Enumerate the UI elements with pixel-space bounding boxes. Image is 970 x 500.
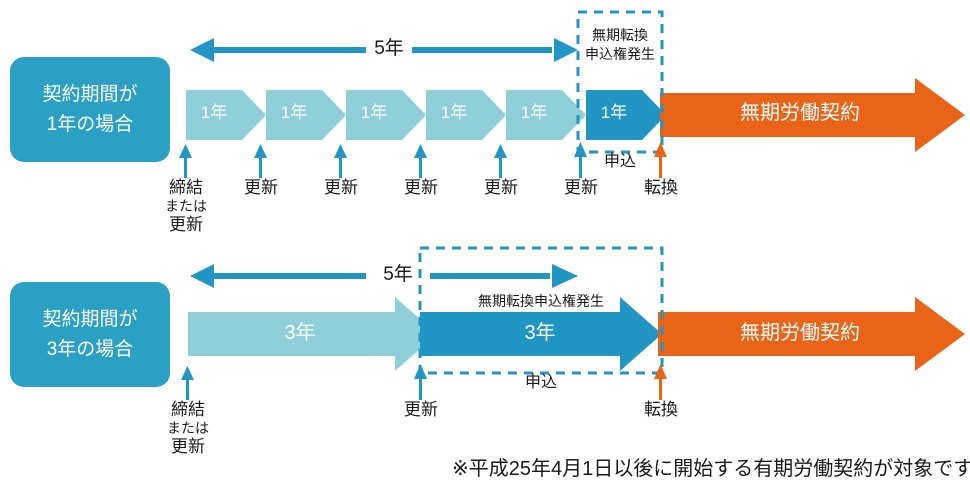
row2-tick-label-1-line2: または [167,420,209,437]
row1-term-arrow-5 [506,90,586,140]
row1-tick-label-convert: 転換 [644,178,678,197]
row1-tick-convert [654,142,667,178]
row1-case-label-line2: 1年の場合 [46,113,134,135]
row1-tick-3 [334,144,347,178]
row2-span-label: 5年 [383,264,413,285]
row1-term-arrow-6 [586,90,666,140]
row2-tick-label-1: 締結 または 更新 [167,400,209,457]
row2-span-arrow-right [430,264,578,288]
row2-rights-dashed-box [418,246,664,375]
row1-tick-label-1-line1: 締結 [169,178,203,197]
row1-term-arrow-2 [266,90,346,140]
row2-case-label-box: 契約期間が 3年の場合 [10,282,170,387]
row2-span-arrow-left [190,264,366,288]
row1-term-arrow-3 [346,90,426,140]
row1-term-label-2: 1年 [280,103,308,122]
row1-span-arrow-left [190,38,366,62]
row2-tick-label-1-line1: 締結 [171,400,205,419]
row2-permanent-contract-label: 無期労働契約 [740,322,860,344]
row1-tick-label-6: 更新 [564,178,598,197]
row1-permanent-contract-label: 無期労働契約 [740,102,860,124]
row2-case-label-line2: 3年の場合 [46,338,134,360]
row1-term-arrow-1 [186,90,266,140]
row2-tick-label-convert: 転換 [644,400,678,419]
row1-term-arrow-4 [426,90,506,140]
row1-rights-note-line1: 無期転換 [592,27,648,43]
row2-tick-1 [181,366,194,400]
row2-term-arrow-2 [420,297,662,371]
row1-permanent-contract-arrow [660,78,965,152]
footnote-text: ※平成25年4月1日以後に開始する有期労働契約が対象です [452,458,970,480]
row1-tick-1 [179,144,192,178]
row2-tick-convert [654,364,667,400]
row1-term-label-1: 1年 [200,103,228,122]
row2-apply-label: 申込 [524,374,558,391]
row1-tick-2 [254,144,267,178]
row2-tick-label-1-line3: 更新 [171,436,205,456]
row1-rights-note-line2: 申込権発生 [585,46,655,62]
row1-case-label-box: 契約期間が 1年の場合 [10,57,170,162]
row1-span-label: 5年 [374,38,404,59]
row1-tick-label-1-line3: 更新 [169,214,203,234]
row2-permanent-contract-arrow [658,297,965,371]
row1-tick-6 [574,142,587,178]
row1-case-label-line1: 契約期間が [42,84,138,106]
row1-apply-label: 申込 [603,153,637,170]
row1-term-label-3: 1年 [360,103,388,122]
row2-term-arrow-1 [188,297,437,371]
row2-tick-2 [414,364,427,400]
row1-term-label-4: 1年 [440,103,468,122]
row1-tick-label-5: 更新 [484,178,518,197]
row1-term-label-6: 1年 [600,103,628,122]
row2-term-label-2: 3年 [524,322,556,344]
row1-span-arrow-right [412,38,578,62]
row1-tick-5 [494,144,507,178]
row1-tick-4 [414,144,427,178]
row2-case-label-line1: 契約期間が [42,309,138,331]
row1-tick-label-3: 更新 [324,178,358,197]
row2-term-label-1: 3年 [284,322,316,344]
row2-tick-label-2: 更新 [404,400,438,419]
row1-term-label-5: 1年 [520,103,548,122]
row1-tick-label-2: 更新 [244,178,278,197]
row2-rights-note: 無期転換申込権発生 [478,293,604,309]
row1-tick-label-1: 締結 または 更新 [165,178,207,235]
row1-tick-label-4: 更新 [404,178,438,197]
row1-tick-label-1-line2: または [165,198,207,215]
